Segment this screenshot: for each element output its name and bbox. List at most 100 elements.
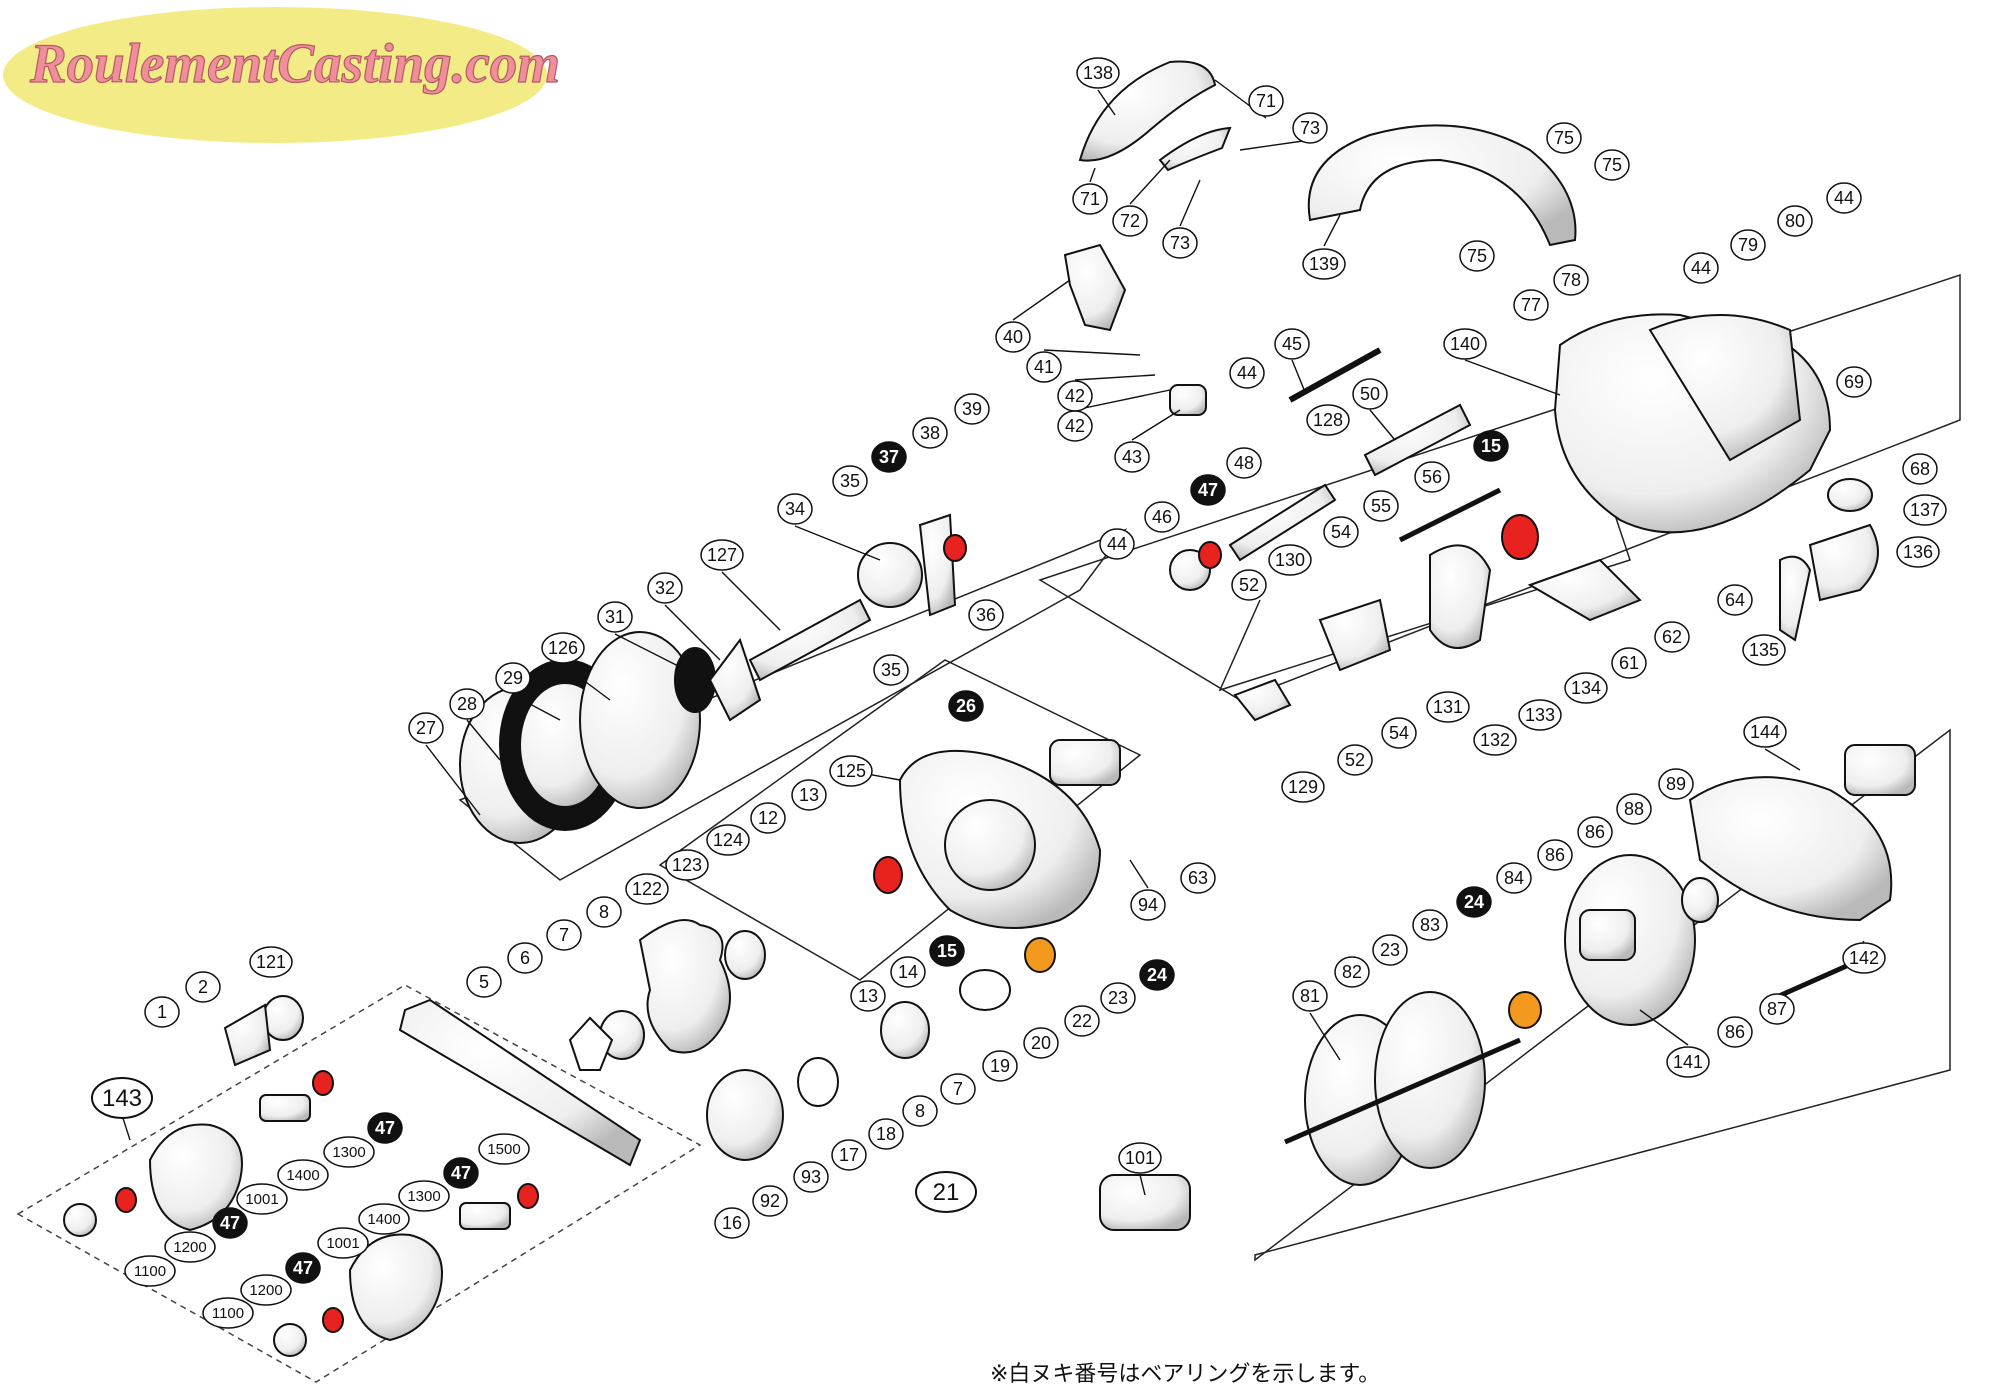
callout-bubble: [873, 654, 909, 686]
callout-84: 84: [1496, 862, 1532, 894]
callout-number: 26: [956, 696, 976, 716]
callout-121: 121: [249, 946, 293, 978]
callout-bubble: [1443, 328, 1487, 360]
callout-86: 86: [1717, 1016, 1753, 1048]
callout-number: 43: [1122, 447, 1142, 467]
callout-47: 47: [285, 1252, 321, 1284]
callout-34: 34: [777, 493, 813, 525]
callout-80: 80: [1777, 205, 1813, 237]
callout-bubble: [1144, 501, 1180, 533]
callout-24: 24: [1139, 959, 1175, 991]
callout-bubble: [1730, 229, 1766, 261]
callout-bubble: [1842, 942, 1886, 974]
bearing-15-sideplate: [873, 856, 903, 894]
callout-1400: 1400: [277, 1159, 329, 1191]
callout-50: 50: [1352, 378, 1388, 410]
rear-gear-group-outline: [458, 528, 1128, 881]
callout-71: 71: [1248, 85, 1284, 117]
callout-bubble: [850, 980, 886, 1012]
callout-bubble: [1658, 768, 1694, 800]
callout-number: 128: [1313, 410, 1343, 430]
callout-1300: 1300: [398, 1180, 450, 1212]
callout-number: 75: [1602, 155, 1622, 175]
callout-7: 7: [546, 919, 582, 951]
callout-number: 47: [451, 1163, 471, 1183]
callout-124: 124: [706, 824, 750, 856]
callout-bubble: [954, 393, 990, 425]
callout-bubble: [665, 849, 709, 881]
callout-bubble: [1414, 461, 1450, 493]
callout-number: 73: [1170, 233, 1190, 253]
callout-bubble: [1302, 248, 1346, 280]
part-81-spool-shaft: [1284, 1037, 1521, 1145]
callout-number: 44: [1237, 363, 1257, 383]
callout-bubble: [1229, 357, 1265, 389]
callout-number: 48: [1234, 453, 1254, 473]
part-56-shaft: [1398, 487, 1502, 543]
callout-bubble: [1130, 889, 1166, 921]
callout-bubble: [1248, 85, 1284, 117]
callout-52: 52: [1231, 569, 1267, 601]
callout-bubble: [1026, 351, 1062, 383]
callout-38: 38: [912, 417, 948, 449]
callout-bubble: [398, 1180, 450, 1212]
part-1100-cap-lower: [273, 1323, 307, 1357]
callout-number: 86: [1725, 1022, 1745, 1042]
callout-bubble: [700, 539, 744, 571]
callout-bubble: [202, 1297, 254, 1329]
callout-bubble: [1836, 366, 1872, 398]
callout-bubble: [1826, 182, 1862, 214]
callout-bubble: [212, 1207, 248, 1239]
callout-bubble: [1057, 410, 1093, 442]
callout-131: 131: [1426, 691, 1470, 723]
callout-number: 63: [1188, 868, 1208, 888]
part-5-plate: [568, 1016, 614, 1071]
callout-number: 92: [760, 1191, 780, 1211]
callout-number: 134: [1571, 678, 1601, 698]
callout-number: 69: [1844, 372, 1864, 392]
callout-number: 125: [836, 761, 866, 781]
callout-number: 71: [1080, 189, 1100, 209]
callout-16: 16: [714, 1207, 750, 1239]
callout-bubble: [890, 956, 926, 988]
callout-bubble: [793, 1161, 829, 1193]
callout-129: 129: [1281, 771, 1325, 803]
callout-28: 28: [449, 688, 485, 720]
callout-bubble: [1412, 909, 1448, 941]
callout-bubble: [1118, 1142, 1162, 1174]
callout-bubble: [317, 1227, 369, 1259]
callout-bubble: [466, 966, 502, 998]
callout-number: 8: [915, 1101, 925, 1121]
callout-bubble: [478, 1133, 530, 1165]
callout-number: 44: [1834, 188, 1854, 208]
callout-72: 72: [1112, 205, 1148, 237]
callout-82: 82: [1334, 956, 1370, 988]
callout-1300: 1300: [323, 1136, 375, 1168]
callout-bubble: [1616, 793, 1652, 825]
bearing-47-a: [312, 1070, 334, 1096]
callout-number: 142: [1849, 948, 1879, 968]
callout-143: 143: [91, 1077, 153, 1119]
part-1001-knob-upper: [148, 1123, 243, 1232]
part-122-star-drag: [638, 919, 731, 1054]
callout-bubble: [777, 493, 813, 525]
callout-bubble: [995, 321, 1031, 353]
part-2-plate: [223, 1003, 272, 1067]
callout-bubble: [1112, 205, 1148, 237]
logo: RoulementCasting.com: [3, 7, 561, 143]
callout-number: 20: [1031, 1033, 1051, 1053]
callout-1001: 1001: [317, 1227, 369, 1259]
callout-number: 1400: [286, 1167, 319, 1184]
callout-number: 47: [375, 1118, 395, 1138]
callout-bubble: [1513, 289, 1549, 321]
callout-number: 86: [1585, 822, 1605, 842]
callout-number: 79: [1738, 235, 1758, 255]
leader-lines: [121, 79, 1865, 1196]
callout-number: 101: [1125, 1148, 1155, 1168]
callout-6: 6: [507, 942, 543, 974]
callout-bubble: [940, 1073, 976, 1105]
callout-number: 123: [672, 855, 702, 875]
callout-bubble: [277, 1159, 329, 1191]
part-43-sleeve: [1169, 384, 1207, 416]
